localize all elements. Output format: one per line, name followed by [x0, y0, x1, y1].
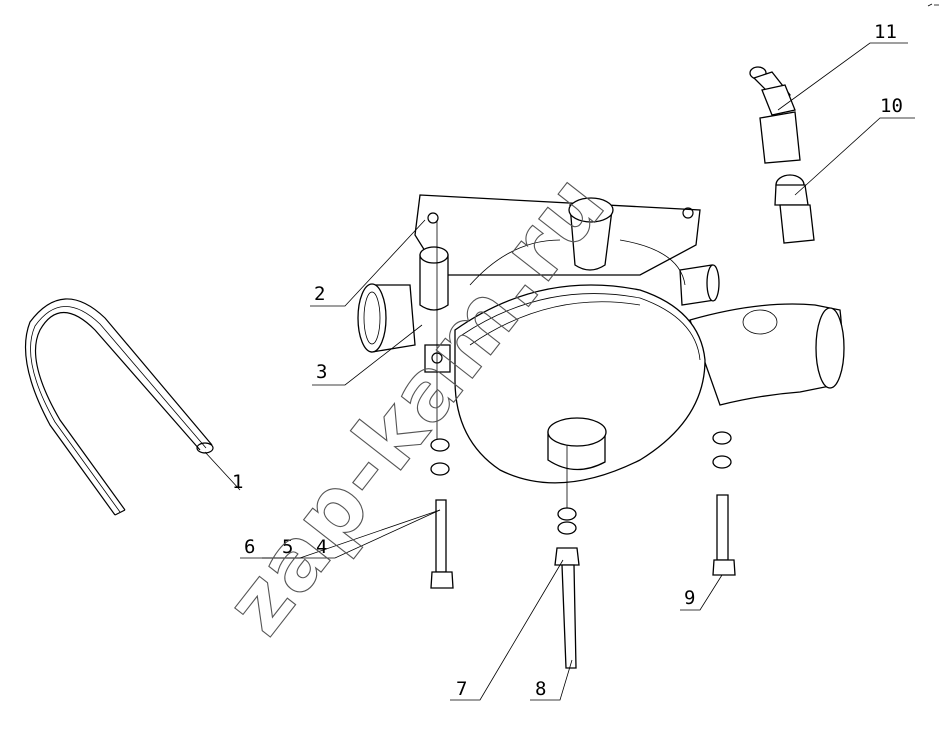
callout-9: 9 [684, 587, 695, 609]
nut-7 [554, 547, 580, 566]
flange-hole-right [682, 207, 694, 219]
fitting-11 [749, 66, 801, 164]
callout-5: 5 [282, 536, 293, 558]
washer-4 [430, 438, 450, 452]
right-bolt-stack [712, 431, 736, 576]
fitting-10 [774, 174, 815, 244]
bolt-9 [716, 494, 729, 561]
callout-8: 8 [535, 678, 546, 700]
center-stud-stack [554, 445, 580, 669]
callout-4: 4 [316, 536, 327, 558]
v-belt [24, 298, 214, 516]
corner-mark [927, 3, 939, 7]
leader-lines [204, 42, 915, 701]
callout-6: 6 [244, 536, 255, 558]
callout-10: 10 [880, 95, 903, 117]
callout-11: 11 [874, 21, 897, 43]
lock-washer-5 [430, 462, 450, 476]
callout-3: 3 [316, 361, 327, 383]
left-bolt-stack [430, 220, 454, 589]
stud-8 [561, 564, 577, 669]
callout-7: 7 [456, 678, 467, 700]
callout-1: 1 [232, 471, 243, 493]
pump-body [357, 194, 845, 484]
callout-labels: 1 2 3 4 5 6 7 8 9 10 11 [232, 21, 903, 700]
flange-hole-left [427, 212, 439, 224]
callout-2: 2 [314, 283, 325, 305]
